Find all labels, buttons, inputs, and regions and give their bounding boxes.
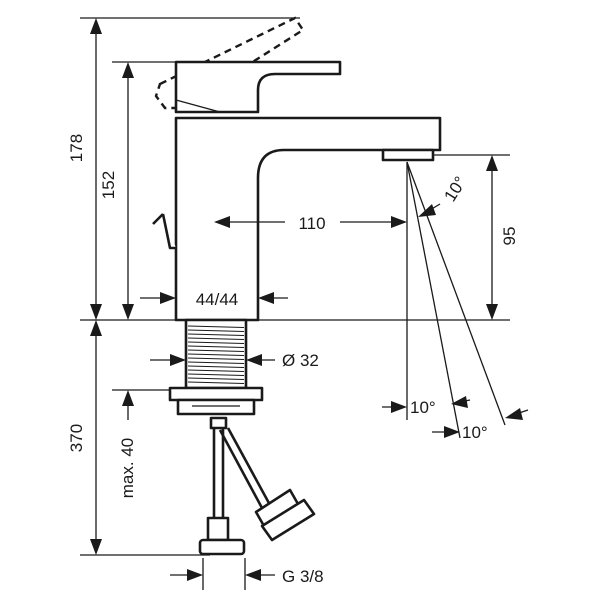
thread-line bbox=[187, 325, 245, 328]
arrowheads bbox=[90, 18, 523, 581]
thread-line bbox=[187, 333, 245, 336]
dim-spout-height: 95 bbox=[500, 227, 519, 246]
dim-spray-angle-top: 10° bbox=[440, 173, 470, 205]
thread-line bbox=[187, 341, 245, 344]
thread-line bbox=[187, 353, 245, 356]
dim-under-counter: 370 bbox=[67, 424, 86, 452]
dim-spout-reach: 110 bbox=[298, 214, 325, 233]
dim-spray-angle-a: 10° bbox=[410, 398, 436, 417]
spray-lines bbox=[406, 161, 506, 439]
thread-line bbox=[187, 381, 245, 384]
threaded-shank bbox=[168, 318, 264, 416]
thread-line bbox=[187, 345, 245, 348]
open-lever-outline bbox=[154, 16, 305, 110]
thread-line bbox=[187, 377, 245, 380]
thread-line bbox=[187, 369, 245, 372]
dim-thread-diameter: Ø 32 bbox=[282, 351, 319, 370]
thread-line bbox=[187, 365, 245, 368]
dim-max-thickness: max. 40 bbox=[118, 438, 137, 498]
dim-connection: G 3/8 bbox=[282, 567, 324, 586]
thread-line bbox=[187, 349, 245, 352]
dim-base-width: 44/44 bbox=[196, 290, 239, 309]
dim-total-height: 178 bbox=[67, 134, 86, 162]
dim-spray-angle-b: 10° bbox=[462, 423, 488, 442]
faucet-body bbox=[152, 60, 442, 322]
thread-line bbox=[187, 337, 245, 340]
thread-line bbox=[187, 357, 245, 360]
thread-line bbox=[187, 373, 245, 376]
thread-line bbox=[187, 329, 245, 332]
supply-hoses bbox=[198, 416, 316, 556]
dim-body-height: 152 bbox=[99, 171, 118, 199]
thread-line bbox=[187, 361, 245, 364]
